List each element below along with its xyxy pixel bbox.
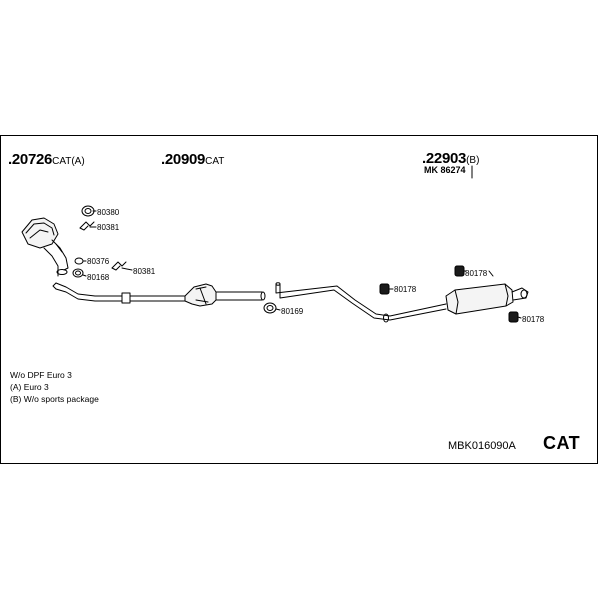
rubber-mount-80178-c[interactable] [508,311,522,323]
part-label-80380[interactable]: 80380 [97,208,120,217]
part-label-80169[interactable]: 80169 [281,307,304,316]
clamp-80169[interactable] [263,302,281,314]
note-dpf: W/o DPF Euro 3 [10,370,72,380]
part-label-80381-b[interactable]: 80381 [133,267,156,276]
part-label-80168[interactable]: 80168 [87,273,110,282]
part-label-80376[interactable]: 80376 [87,257,110,266]
mk-reference: MK 86274 [424,165,466,175]
clamp-80168[interactable] [72,268,87,278]
kit-code: MBK016090A [448,440,516,452]
note-b: (B) W/o sports package [10,394,99,404]
note-a: (A) Euro 3 [10,382,49,392]
front-pipe[interactable] [52,282,186,304]
ref-20909[interactable]: .20909CAT [161,151,225,168]
front-catalytic-converter[interactable] [21,217,69,277]
center-catalytic-converter[interactable] [184,283,266,307]
clamp-80380[interactable] [81,205,97,217]
ref-22903[interactable]: .22903(B) [422,150,480,167]
ref-20726[interactable]: .20726CAT(A) [8,151,85,168]
diagram-frame [0,135,598,464]
bracket-80381-b[interactable] [111,261,133,271]
part-label-80178-b[interactable]: 80178 [465,269,488,278]
bracket-80381[interactable] [79,221,97,231]
part-label-80381[interactable]: 80381 [97,223,120,232]
rubber-mount-80178-b[interactable] [454,265,494,277]
rubber-mount-80178-a[interactable] [379,283,394,295]
part-label-80178-a[interactable]: 80178 [394,285,417,294]
rear-silencer[interactable] [445,283,529,315]
category-label: CAT [543,433,581,453]
middle-pipe[interactable] [275,282,447,323]
part-label-80178-c[interactable]: 80178 [522,315,545,324]
gasket-80376[interactable] [74,257,87,265]
